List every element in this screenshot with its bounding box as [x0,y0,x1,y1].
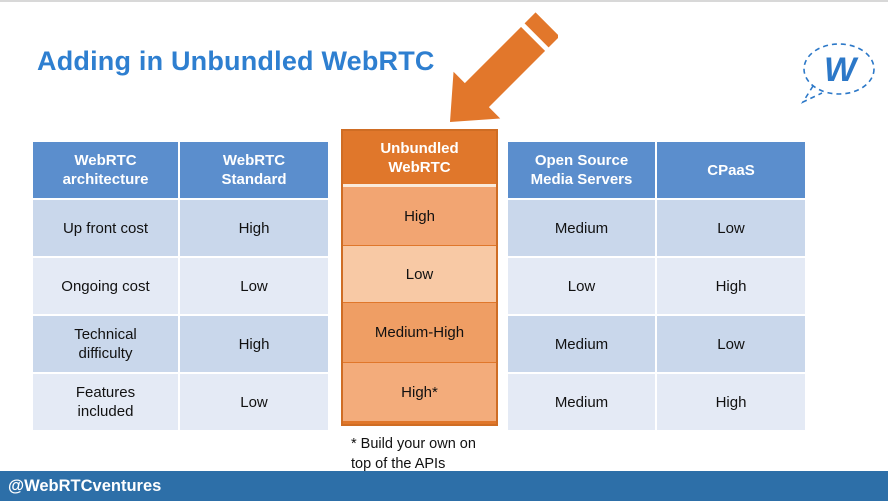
cell-unbundled-up-front: High [343,187,496,245]
row-label-ongoing-cost: Ongoing cost [33,258,178,314]
col-header-cpaas: CPaaS [657,142,805,198]
cell-oss-features: Medium [508,374,655,430]
footnote-line-2: top of the APIs [351,456,446,472]
footnote: * Build your own on top of the APIs [351,434,476,474]
cell-cpaas-ongoing: High [657,258,805,314]
down-left-arrow-icon [450,12,558,122]
twitter-handle: @WebRTCventures [8,476,162,495]
row-label-features-included: Features included [33,374,178,430]
column-unbundled-webrtc: Unbundled WebRTC High Low Medium-High Hi… [341,129,498,426]
cell-standard-difficulty: High [180,316,328,372]
table-left: WebRTC architecture WebRTC Standard Up f… [33,142,328,430]
cell-oss-up-front: Medium [508,200,655,256]
cell-standard-features: Low [180,374,328,430]
footer-bar: @WebRTCventures [0,471,888,501]
cell-unbundled-ongoing: Low [343,246,496,302]
cell-oss-difficulty: Medium [508,316,655,372]
svg-text:W: W [824,51,859,89]
col-header-open-source-media-servers: Open Source Media Servers [508,142,655,198]
col-header-webrtc-architecture: WebRTC architecture [33,142,178,198]
cell-cpaas-up-front: Low [657,200,805,256]
cell-standard-ongoing: Low [180,258,328,314]
col-header-unbundled-webrtc: Unbundled WebRTC [343,131,496,187]
webrtc-ventures-logo-icon: W [800,43,875,104]
cell-cpaas-features: High [657,374,805,430]
cell-oss-ongoing: Low [508,258,655,314]
footnote-line-1: * Build your own on [351,436,476,452]
row-label-up-front-cost: Up front cost [33,200,178,256]
cell-standard-up-front: High [180,200,328,256]
cell-unbundled-features: High* [343,363,496,421]
table-right: Open Source Media Servers CPaaS Medium L… [508,142,805,430]
page-title: Adding in Unbundled WebRTC [37,46,435,76]
cell-unbundled-difficulty: Medium-High [343,303,496,362]
cell-cpaas-difficulty: Low [657,316,805,372]
row-label-technical-difficulty: Technical difficulty [33,316,178,372]
col-header-webrtc-standard: WebRTC Standard [180,142,328,198]
